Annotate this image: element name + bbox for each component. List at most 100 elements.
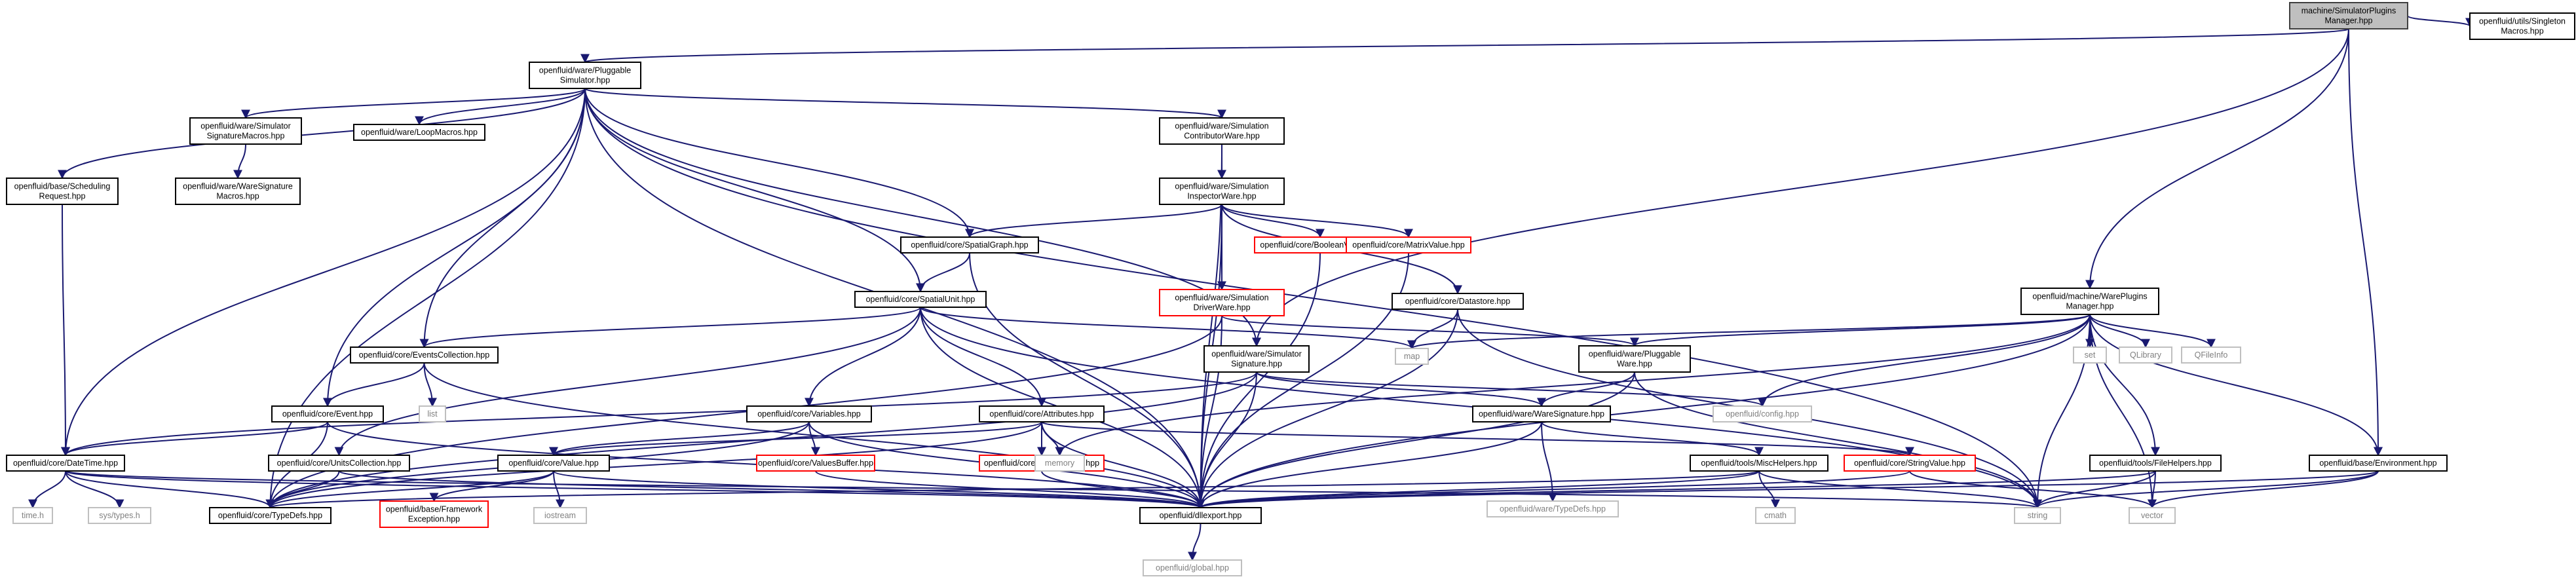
node-label: openfluid/core/SpatialUnit.hpp [866,295,975,304]
node-iostream: iostream [533,507,587,524]
edge-eventscoll-to-list [423,362,437,407]
node-label: sys/types.h [99,511,140,520]
edge-integervalue-to-dllexport [1041,470,1205,509]
node-contribware[interactable]: openfluid/ware/SimulationContributorWare… [1159,117,1285,145]
edge-root-to-singleton [2407,15,2474,28]
node-unitscoll[interactable]: openfluid/core/UnitsCollection.hpp [268,455,410,472]
edge-filehelpers-to-string [2033,470,2156,509]
edge-stringvalue-to-dllexport [1196,470,1910,509]
edge-waresignature-to-dllexport [1196,421,1542,509]
node-config: openfluid/config.hpp [1713,405,1812,422]
node-spatialunit[interactable]: openfluid/core/SpatialUnit.hpp [854,291,987,308]
node-variables[interactable]: openfluid/core/Variables.hpp [746,405,872,422]
node-filehelpers[interactable]: openfluid/tools/FileHelpers.hpp [2089,455,2222,472]
node-box [6,178,119,205]
edge-value-to-iostream [553,470,565,509]
edge-inspectorware-to-spatialgraph [965,204,1222,238]
edge-booleanvalue-to-dllexport [1196,252,1321,509]
edge-root-to-pluggablesim [581,28,2349,64]
node-box [1844,455,1976,472]
node-box [2309,455,2448,472]
edge-attributes-to-dllexport [1041,421,1205,509]
edge-dllexport-to-global [1188,523,1202,561]
node-label: openfluid/ware/Simulator [1211,350,1302,359]
node-loopmacros[interactable]: openfluid/ware/LoopMacros.hpp [353,124,485,141]
node-valuesbuffer[interactable]: openfluid/core/ValuesBuffer.hpp [756,455,875,472]
node-eventscoll[interactable]: openfluid/core/EventsCollection.hpp [350,347,499,364]
edge-value-to-coretypedefs [265,470,554,509]
node-label: openfluid/core/Variables.hpp [757,409,861,419]
node-label: openfluid/ware/LoopMacros.hpp [361,128,478,137]
node-dllexport[interactable]: openfluid/dllexport.hpp [1139,507,1262,524]
node-waresignature[interactable]: openfluid/ware/WareSignature.hpp [1472,405,1611,422]
node-label: list [427,409,438,419]
edge-unitscoll-to-dllexport [338,470,1205,509]
node-label: openfluid/machine/WarePlugins [2032,292,2147,301]
edge-value-to-dllexport [553,470,1205,509]
node-label: SignatureMacros.hpp [207,132,285,141]
edge-pluggablesim-to-spatialgraph [584,88,974,238]
node-label: openfluid/core/UnitsCollection.hpp [277,459,402,468]
node-box [12,507,53,524]
node-mischelpers[interactable]: openfluid/tools/MiscHelpers.hpp [1690,455,1828,472]
edge-spatialunit-to-attributes [920,307,1046,407]
node-label: Simulator.hpp [560,76,610,85]
node-event[interactable]: openfluid/core/Event.hpp [271,405,384,422]
edge-stringvalue-to-vector [1909,470,2157,509]
edge-filehelpers-to-dllexport [1196,470,2156,509]
node-attributes[interactable]: openfluid/core/Attributes.hpp [979,405,1105,422]
node-label: openfluid/core/TypeDefs.hpp [218,511,322,520]
node-box [497,455,610,472]
node-spatialgraph[interactable]: openfluid/core/SpatialGraph.hpp [900,236,1039,253]
node-environment[interactable]: openfluid/base/Environment.hpp [2309,455,2448,472]
edge-simsigmacros-to-waresigmacros [233,143,246,179]
edge-wpm-to-pluggableware [1630,314,2091,347]
node-box [1159,117,1285,145]
edge-pluggableware-to-waresignature [1537,371,1635,407]
node-box [1139,507,1262,524]
node-label: openfluid/ware/Simulation [1175,182,1268,191]
node-value[interactable]: openfluid/core/Value.hpp [497,455,610,472]
node-stringvalue[interactable]: openfluid/core/StringValue.hpp [1844,455,1976,472]
node-label: InspectorWare.hpp [1187,192,1256,201]
edge-datetime-to-systypes [65,470,124,509]
edge-pluggablesim-to-loopmacros [415,88,586,126]
node-box [900,236,1039,253]
edge-value-to-fwexception [429,470,554,502]
node-box [419,405,446,422]
node-label: QFileInfo [2195,350,2228,360]
node-label: ContributorWare.hpp [1184,132,1260,141]
node-box [1203,345,1310,373]
edge-environment-to-dllexport [1196,470,2379,509]
node-label: openfluid/core/ValuesBuffer.hpp [758,459,873,468]
edge-datastore-to-dllexport [1196,309,1458,509]
node-box [350,347,499,364]
node-label: openfluid/base/Environment.hpp [2319,459,2436,468]
node-coretypedefs[interactable]: openfluid/core/TypeDefs.hpp [209,507,331,524]
node-simsigmacros[interactable]: openfluid/ware/SimulatorSignatureMacros.… [189,117,302,145]
edge-spatialunit-to-variables [805,307,921,407]
node-datetime[interactable]: openfluid/core/DateTime.hpp [6,455,125,472]
node-label: openfluid/ware/Pluggable [1589,350,1680,359]
node-matrixvalue[interactable]: openfluid/core/MatrixValue.hpp [1346,236,1471,253]
node-inspectorware[interactable]: openfluid/ware/SimulationInspectorWare.h… [1159,178,1285,205]
node-global: openfluid/global.hpp [1143,559,1242,576]
node-box [88,507,151,524]
node-list: list [419,405,446,422]
node-datastore[interactable]: openfluid/core/Datastore.hpp [1392,293,1524,310]
node-label: Macros.hpp [2501,27,2543,36]
node-box [2129,507,2176,524]
node-label: set [2085,350,2096,360]
node-box [746,405,872,422]
